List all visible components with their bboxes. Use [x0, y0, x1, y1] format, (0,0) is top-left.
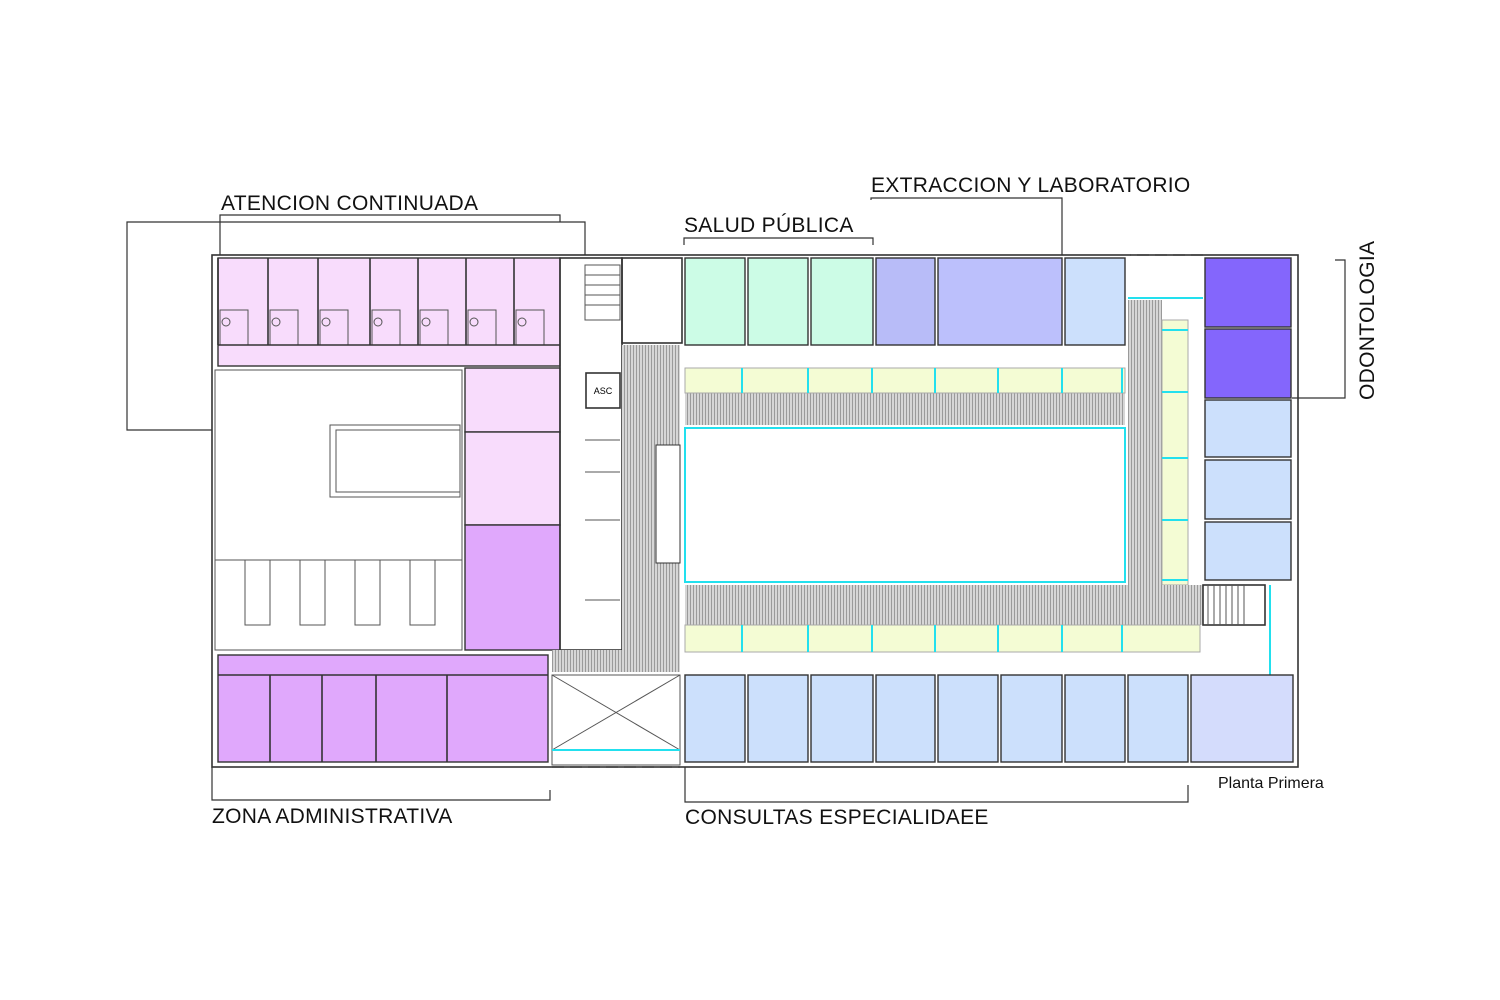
building-outline [211, 254, 1299, 768]
zone-odontologia [1204, 257, 1292, 399]
right-wing-consultas [1204, 399, 1292, 581]
label-zona-administrativa: ZONA ADMINISTRATIVA [212, 805, 453, 828]
consulta-room [684, 674, 746, 763]
zone-atencion-continuada [217, 257, 561, 651]
atrium-void [551, 674, 681, 766]
consulta-room [1000, 674, 1063, 763]
consulta-room [747, 674, 809, 763]
washbasin-icon [321, 317, 331, 327]
consulta-room [810, 674, 874, 763]
plan-title: Planta Primera [1218, 775, 1324, 792]
zone-salud-publica [684, 257, 874, 346]
consulta-room [1127, 674, 1189, 763]
washbasin-icon [271, 317, 281, 327]
corridors [552, 300, 1203, 672]
zone-consultas-especialidades [684, 674, 1294, 763]
courtyard-left [214, 369, 463, 651]
consulta-room [937, 674, 999, 763]
elevator-label: ASC [594, 386, 613, 396]
zone-extraccion-laboratorio [875, 257, 1126, 346]
washbasin-icon [373, 317, 383, 327]
washbasin-icon [517, 317, 527, 327]
washbasin-icon [469, 317, 479, 327]
consulta-room [875, 674, 936, 763]
zone-administrativa [217, 654, 549, 763]
washbasin-icon [221, 317, 231, 327]
washbasin-icon [421, 317, 431, 327]
label-atencion-continuada: ATENCION CONTINUADA [221, 192, 478, 215]
label-salud-publica: SALUD PÚBLICA [684, 214, 854, 237]
consulta-room [1064, 674, 1126, 763]
consulta-room [1190, 674, 1294, 763]
stair-right [1202, 584, 1271, 675]
label-odontologia: ODONTOLOGIA [1356, 241, 1379, 400]
label-extraccion-laboratorio: EXTRACCION Y LABORATORIO [871, 174, 1191, 197]
label-consultas-especialidades: CONSULTAS ESPECIALIDAEE [685, 806, 989, 829]
courtyard-central [684, 427, 1126, 583]
zone-brackets [126, 197, 1346, 803]
